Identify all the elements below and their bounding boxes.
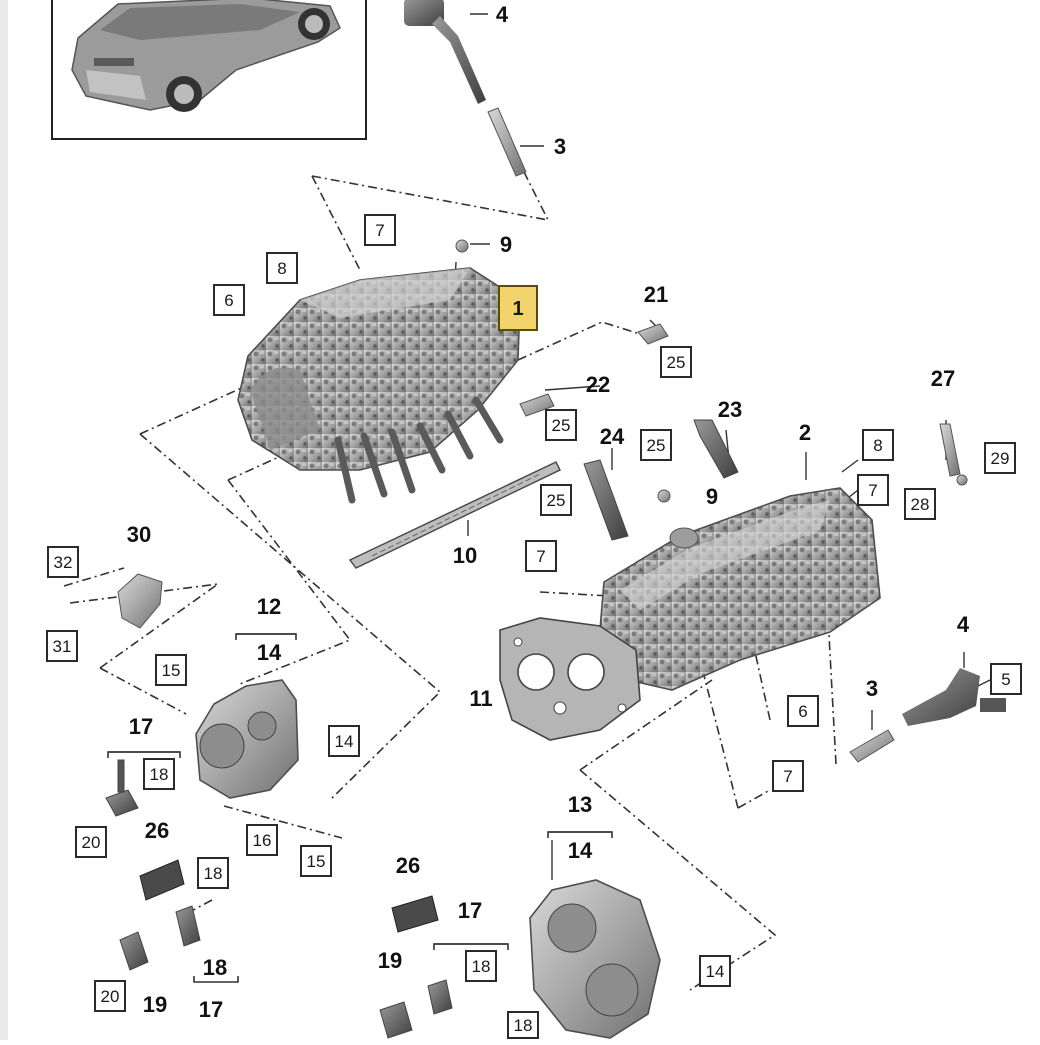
callout-25-c: 25 xyxy=(640,429,672,461)
link-arm-24 xyxy=(583,459,629,541)
callout-30: 30 xyxy=(126,522,152,547)
spark-plug-3a xyxy=(487,107,527,177)
callout-20-a: 20 xyxy=(75,826,107,858)
callout-32: 32 xyxy=(47,546,79,578)
callout-19-a: 19 xyxy=(377,948,403,973)
cylinder-head-1 xyxy=(237,267,521,504)
callout-27: 27 xyxy=(930,366,956,391)
callout-17-b: 17 xyxy=(457,898,483,923)
spark-plug-3b xyxy=(849,729,895,763)
callout-6-right: 6 xyxy=(787,695,819,727)
timing-cover-12 xyxy=(195,679,299,799)
callout-14-d: 14 xyxy=(699,955,731,987)
callout-25-a: 25 xyxy=(660,346,692,378)
callout-25-b: 25 xyxy=(545,409,577,441)
small-fittings xyxy=(455,239,968,503)
callout-18-e: 18 xyxy=(507,1011,539,1039)
callout-12-timing-cover: 12 xyxy=(256,594,282,619)
callout-18-d: 18 xyxy=(202,955,228,980)
callout-4-coil-top: 4 xyxy=(495,2,509,27)
callout-18-b: 18 xyxy=(197,857,229,889)
vehicle-thumbnail xyxy=(51,0,367,140)
timing-cover-13 xyxy=(529,879,661,1039)
callout-26-a: 26 xyxy=(144,818,170,843)
callout-9-top: 9 xyxy=(499,232,513,257)
callout-11-gasket: 11 xyxy=(469,686,493,711)
actuators xyxy=(105,759,453,1039)
head-gasket-11 xyxy=(499,617,641,741)
bracket-30 xyxy=(117,573,163,629)
callout-24: 24 xyxy=(599,424,625,449)
callout-8-top: 8 xyxy=(266,252,298,284)
callout-15-b: 15 xyxy=(300,845,332,877)
callout-17-a: 17 xyxy=(128,714,154,739)
page-edge xyxy=(0,0,8,1040)
callout-25-d: 25 xyxy=(540,484,572,516)
callout-7-lower: 7 xyxy=(772,760,804,792)
callout-7-right: 7 xyxy=(857,474,889,506)
callout-15-a: 15 xyxy=(155,654,187,686)
cylinder-head-2 xyxy=(599,487,881,691)
callout-14-a: 14 xyxy=(256,640,282,665)
group-brackets xyxy=(107,633,613,983)
callout-10-gasket: 10 xyxy=(452,543,478,568)
callout-21: 21 xyxy=(643,282,669,307)
callout-31: 31 xyxy=(46,630,78,662)
link-arm-23 xyxy=(693,419,739,479)
callout-29: 29 xyxy=(984,442,1016,474)
callout-7-mid: 7 xyxy=(525,540,557,572)
callout-3-plug-top: 3 xyxy=(553,134,567,159)
callout-6-top: 6 xyxy=(213,284,245,316)
callout-28: 28 xyxy=(904,488,936,520)
covers-26 xyxy=(139,859,439,933)
callout-22: 22 xyxy=(585,372,611,397)
callout-13-timing-cover: 13 xyxy=(567,792,593,817)
callout-19-b: 19 xyxy=(142,992,168,1017)
callout-1-cylinder-head-highlighted: 1 xyxy=(498,285,538,331)
head-gasket-10 xyxy=(348,461,561,569)
callout-5: 5 xyxy=(990,663,1022,695)
callout-16: 16 xyxy=(246,824,278,856)
callout-18-a: 18 xyxy=(143,758,175,790)
callout-14-c: 14 xyxy=(567,838,593,863)
ignition-coil-4a xyxy=(404,0,486,104)
callout-23: 23 xyxy=(717,397,743,422)
callout-3-plug-right: 3 xyxy=(865,676,879,701)
callout-20-b: 20 xyxy=(94,980,126,1012)
callout-14-b: 14 xyxy=(328,725,360,757)
callout-2-cylinder-head: 2 xyxy=(798,420,812,445)
callout-26-b: 26 xyxy=(395,853,421,878)
callout-7-top: 7 xyxy=(364,214,396,246)
callout-9-right: 9 xyxy=(705,484,719,509)
callout-18-c: 18 xyxy=(465,950,497,982)
ignition-coil-4b xyxy=(902,668,1006,726)
callout-8-right: 8 xyxy=(862,429,894,461)
callout-4-coil-right: 4 xyxy=(956,612,970,637)
callout-17-c: 17 xyxy=(198,997,224,1022)
